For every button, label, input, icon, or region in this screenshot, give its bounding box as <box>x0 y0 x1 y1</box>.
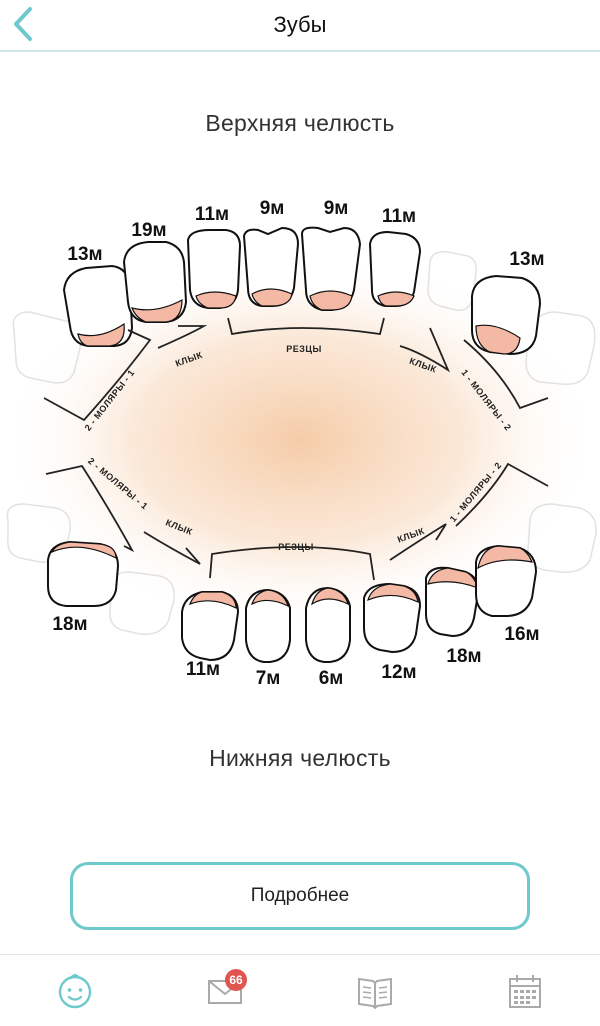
page-title: Зубы <box>273 12 327 37</box>
more-button[interactable]: Подробнее <box>70 862 530 930</box>
tab-articles[interactable] <box>345 963 405 1019</box>
upper-tooth-premolar-left <box>122 241 188 323</box>
lower-teeth <box>47 540 538 663</box>
calendar-icon <box>509 974 541 1008</box>
upper-tooth-incisor-1 <box>242 226 300 307</box>
chevron-left-icon <box>14 7 32 41</box>
upper-tooth-label: 9м <box>324 198 349 219</box>
unread-badge: 66 <box>225 968 247 991</box>
upper-label-incisors: РЕЗЦЫ <box>286 344 322 354</box>
upper-tooth-incisor-2 <box>300 226 362 311</box>
tab-baby[interactable] <box>45 963 105 1019</box>
tab-messages[interactable]: 66 <box>195 963 255 1019</box>
lower-jaw-title: Нижняя челюсть <box>209 745 391 771</box>
teeth-chart: 2 - МОЛЯРЫ - 1 КЛЫК РЕЗЦЫ КЛЫК 1 - МОЛЯР… <box>0 198 600 689</box>
faded-tooth <box>525 311 596 385</box>
faded-tooth <box>109 571 175 635</box>
upper-tooth-label: 9м <box>260 198 285 219</box>
upper-tooth-molar-right <box>471 274 542 356</box>
lower-tooth-label: 12м <box>381 662 416 683</box>
upper-tooth-canine-right <box>368 230 422 307</box>
lower-tooth-incisor-2 <box>305 586 351 663</box>
upper-tooth-label: 11м <box>382 206 416 227</box>
upper-teeth <box>62 226 542 356</box>
lower-tooth-label: 11м <box>186 659 220 680</box>
lower-tooth-molar-right <box>475 544 538 617</box>
back-button[interactable] <box>6 4 40 44</box>
lower-tooth-canine-left <box>181 591 240 662</box>
lower-tooth-label: 16м <box>504 624 539 645</box>
lower-brackets <box>45 462 549 581</box>
lower-label-incisors: РЕЗЦЫ <box>278 542 314 552</box>
tab-bar: 66 <box>0 954 600 1026</box>
faded-tooth <box>12 311 82 384</box>
faded-tooth <box>427 250 478 312</box>
upper-tooth-label: 19м <box>131 220 166 241</box>
lower-tooth-canine-right <box>363 582 422 654</box>
upper-brackets <box>43 317 549 422</box>
lower-tooth-label: 7м <box>256 668 281 689</box>
upper-tooth-label: 13м <box>509 249 544 270</box>
upper-jaw-title: Верхняя челюсть <box>205 110 395 136</box>
lower-tooth-premolar-right <box>425 566 480 638</box>
upper-tooth-label: 11м <box>195 204 229 225</box>
lower-tooth-molar-left <box>47 540 120 607</box>
upper-tooth-molar-left <box>62 264 134 347</box>
upper-tooth-label: 13м <box>67 244 102 265</box>
baby-face-icon <box>58 973 92 1008</box>
faded-tooth <box>527 503 597 573</box>
lower-tooth-incisor-1 <box>245 588 291 663</box>
upper-tooth-canine-left <box>186 229 242 309</box>
tab-calendar[interactable] <box>495 963 555 1019</box>
lower-tooth-label: 18м <box>446 646 481 667</box>
lower-tooth-label: 6м <box>319 668 344 689</box>
header: Зубы <box>0 0 600 52</box>
book-icon <box>358 977 392 1009</box>
lower-tooth-label: 18м <box>52 614 87 635</box>
